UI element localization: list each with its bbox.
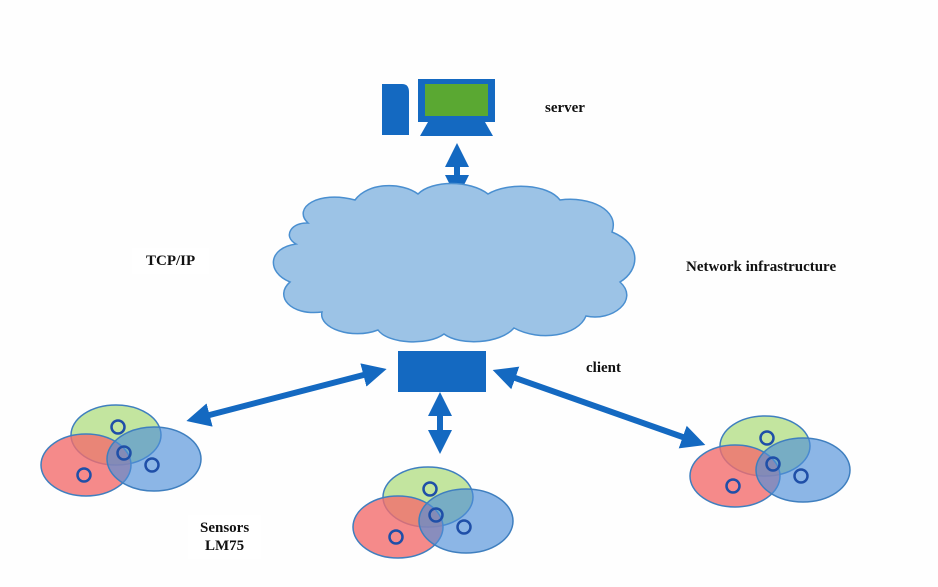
sensor-cluster-icon — [39, 403, 203, 498]
double-arrow-icon — [186, 363, 387, 427]
double-arrow-icon — [492, 366, 706, 449]
sensor-cluster-icon — [688, 414, 852, 509]
client-label: client — [586, 360, 621, 376]
tcp-ip-label: TCP/IP — [132, 248, 210, 274]
sensors-label-line2: LM75 — [205, 538, 245, 554]
server-computer-icon — [382, 79, 495, 136]
client-box-icon — [398, 351, 486, 392]
server-label: server — [545, 100, 585, 116]
sensor-cluster-icon — [351, 465, 515, 560]
sensors-label-line1: Sensors — [200, 520, 250, 536]
cloud-icon — [272, 182, 636, 343]
network-infrastructure-label: Network infrastructure — [686, 259, 837, 275]
sensors-label: Sensors LM75 — [188, 515, 262, 559]
